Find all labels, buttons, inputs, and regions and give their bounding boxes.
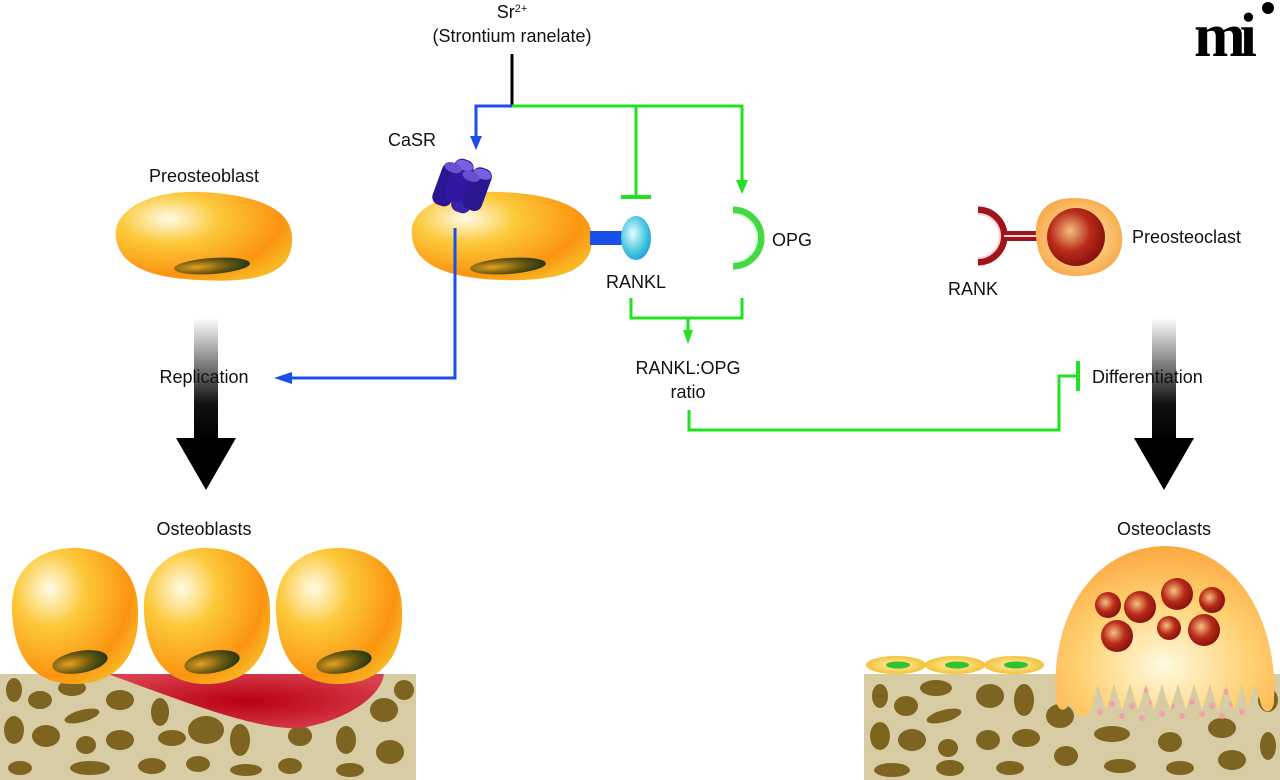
pathway-ratio-to-differentiation bbox=[687, 374, 1078, 432]
stimulus-drug: (Strontium ranelate) bbox=[432, 26, 591, 46]
arrowhead-casr-icon bbox=[470, 136, 482, 150]
nucleus-icon bbox=[1004, 661, 1028, 669]
rank-label: RANK bbox=[948, 279, 998, 299]
nucleus-icon bbox=[1199, 587, 1225, 613]
preosteoblast-label: Preosteoblast bbox=[149, 166, 259, 186]
osteoclast-cell bbox=[1055, 546, 1275, 717]
pathway-rankl-opg-merge bbox=[629, 298, 744, 320]
nucleus-icon bbox=[174, 257, 250, 275]
nucleus-icon bbox=[1047, 208, 1105, 266]
replication-label: Replication bbox=[159, 367, 248, 387]
pathway-sr-to-opg bbox=[512, 104, 744, 184]
preosteoblast-cell bbox=[115, 191, 293, 281]
logo-text: mi bbox=[1194, 2, 1257, 70]
preosteoclast-cell bbox=[1035, 198, 1123, 276]
stimulus-ion: Sr2+ bbox=[497, 2, 528, 22]
preosteoclast-label: Preosteoclast bbox=[1132, 227, 1241, 247]
osteoblast-casr-cell bbox=[411, 191, 593, 281]
lining-cell-2 bbox=[925, 656, 985, 674]
arrowhead-ratio-icon bbox=[683, 330, 693, 344]
logo-dot-icon bbox=[1262, 2, 1274, 14]
lining-cell-3 bbox=[984, 656, 1044, 674]
nucleus-icon bbox=[316, 650, 372, 674]
ratio-label-line1: RANKL:OPG bbox=[635, 358, 740, 378]
nucleus-icon bbox=[1101, 620, 1133, 652]
casr-label: CaSR bbox=[388, 130, 436, 150]
opg-decoy-icon bbox=[732, 206, 765, 270]
nucleus-icon bbox=[945, 661, 969, 669]
nucleus-icon bbox=[1124, 591, 1156, 623]
replication-progress-arrow bbox=[176, 318, 236, 490]
pathway-casr-to-replication bbox=[288, 228, 457, 380]
nucleus-icon bbox=[470, 257, 546, 275]
nucleus-icon bbox=[1157, 616, 1181, 640]
rankl-ligand-icon bbox=[621, 216, 651, 260]
nucleus-icon bbox=[1095, 592, 1121, 618]
casr-receptor-icon bbox=[432, 158, 492, 214]
osteoblasts-label: Osteoblasts bbox=[156, 519, 251, 539]
ratio-label-line2: ratio bbox=[670, 382, 705, 402]
nucleus-icon bbox=[1188, 614, 1220, 646]
rankl-stalk bbox=[590, 231, 626, 245]
nucleus-icon bbox=[1161, 578, 1193, 610]
osteoblast-cell-2 bbox=[143, 548, 271, 684]
nucleus-icon bbox=[184, 650, 240, 674]
arrowhead-replication-icon bbox=[274, 372, 292, 384]
osteoclasts-label: Osteoclasts bbox=[1117, 519, 1211, 539]
arrowhead-opg-icon bbox=[736, 180, 748, 194]
differentiation-label: Differentiation bbox=[1092, 367, 1203, 387]
osteoblast-cell-3 bbox=[275, 548, 403, 684]
nucleus-icon bbox=[886, 661, 910, 669]
pathway-sr-to-casr bbox=[474, 104, 512, 140]
differentiation-progress-arrow bbox=[1134, 318, 1194, 490]
lining-cell-1 bbox=[866, 656, 926, 674]
bone-formation-region bbox=[108, 674, 384, 729]
journal-logo: mi bbox=[1194, 2, 1274, 70]
nucleus-icon bbox=[52, 650, 108, 674]
opg-label: OPG bbox=[772, 230, 812, 250]
osteoblast-cell-1 bbox=[11, 548, 139, 684]
rankl-label: RANKL bbox=[606, 272, 666, 292]
